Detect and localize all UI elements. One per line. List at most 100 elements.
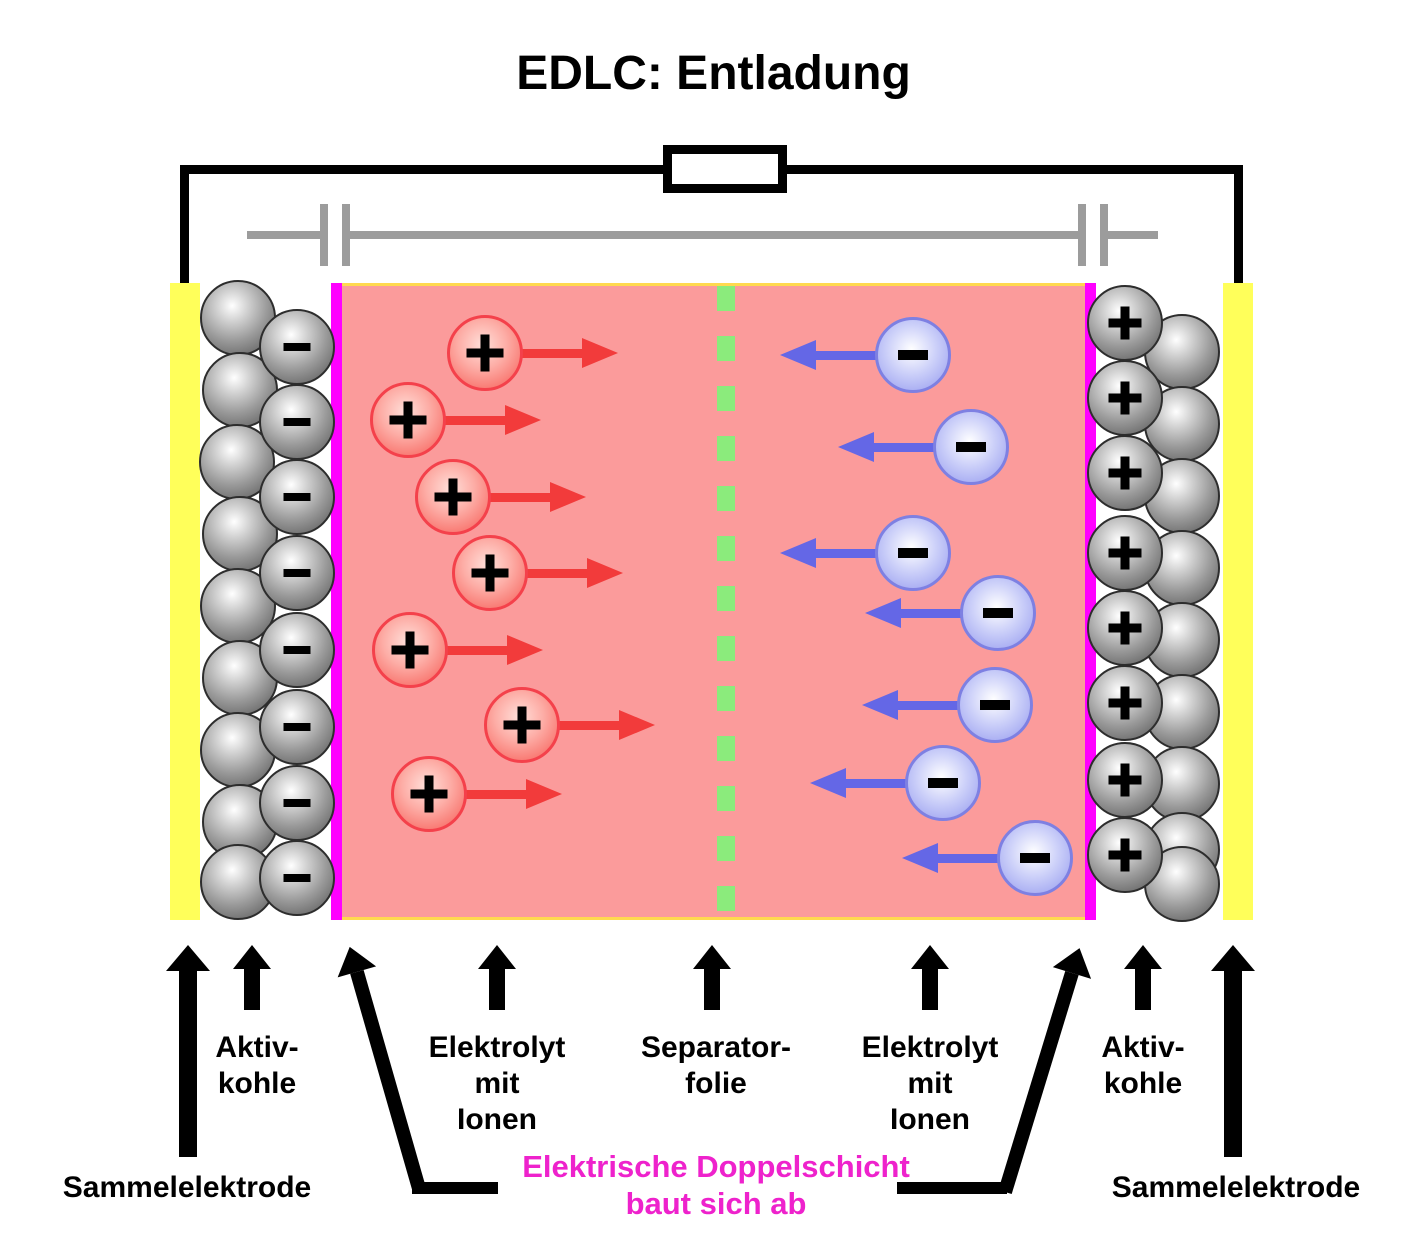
capacitor-symbol-plate — [1078, 204, 1086, 266]
cation — [452, 535, 528, 611]
anion-arrow — [780, 538, 913, 568]
arrow-to-electrolyte-right — [911, 945, 949, 1010]
cation-arrow-shaft — [410, 645, 507, 655]
carbon-sphere — [1087, 360, 1163, 436]
cation — [484, 687, 560, 763]
charge-sign — [1108, 381, 1142, 415]
anion — [905, 745, 981, 821]
separator-dash — [717, 886, 735, 911]
anion-arrow-tip — [780, 340, 816, 370]
cation-arrow-tip — [582, 338, 618, 368]
charge-sign — [283, 343, 311, 351]
cation — [447, 315, 523, 391]
double-layer-line-right — [1085, 283, 1096, 920]
cation — [415, 459, 491, 535]
carbon-sphere — [1087, 285, 1163, 361]
label-collector-electrode-left: Sammelelektrode — [62, 1171, 312, 1204]
arrow-to-activated-carbon-right — [1124, 945, 1162, 1010]
carbon-sphere — [1087, 742, 1163, 818]
charge-sign — [1108, 456, 1142, 490]
charge-sign — [283, 874, 311, 882]
anion — [997, 820, 1073, 896]
separator-dash — [717, 586, 735, 611]
cation-arrow-shaft — [408, 415, 505, 425]
anion-arrow — [838, 432, 971, 462]
label-double-layer-note: Elektrische Doppelschicht baut sich ab — [522, 1149, 910, 1221]
separator-dash — [717, 286, 735, 311]
anion-arrow-shaft — [874, 442, 971, 452]
anion-arrow-tip — [780, 538, 816, 568]
anion — [875, 317, 951, 393]
cation — [391, 756, 467, 832]
carbon-sphere — [259, 535, 335, 611]
separator-dash — [717, 836, 735, 861]
charge-sign — [956, 442, 986, 452]
separator-dash — [717, 736, 735, 761]
charge-sign — [283, 646, 311, 654]
carbon-sphere — [259, 689, 335, 765]
charge-sign — [471, 554, 509, 592]
capacitor-symbol-middle-line — [350, 231, 1078, 239]
anion-arrow — [780, 340, 913, 370]
note-connector-right — [897, 1182, 1007, 1194]
cation-arrow-shaft — [429, 789, 526, 799]
arrow-to-electrolyte-left — [478, 945, 516, 1010]
cation-arrow — [485, 338, 618, 368]
anion-arrow-shaft — [846, 778, 943, 788]
carbon-sphere — [259, 765, 335, 841]
charge-sign — [434, 478, 472, 516]
anion-arrow-tip — [838, 432, 874, 462]
charge-sign — [410, 775, 448, 813]
resistor-symbol — [663, 145, 787, 193]
collector-electrode-right — [1223, 283, 1253, 920]
anion-arrow-tip — [902, 843, 938, 873]
cation-arrow — [453, 482, 586, 512]
diagram-title: EDLC: Entladung — [516, 47, 911, 100]
charge-sign — [1108, 686, 1142, 720]
anion-arrow-shaft — [898, 700, 995, 710]
carbon-sphere — [259, 840, 335, 916]
cation-arrow-tip — [619, 710, 655, 740]
note-connector-left — [412, 1182, 498, 1194]
separator-dash — [717, 386, 735, 411]
anion — [875, 515, 951, 591]
cation-arrow — [410, 635, 543, 665]
charge-sign — [283, 418, 311, 426]
cation-arrow-tip — [587, 558, 623, 588]
charge-sign — [503, 706, 541, 744]
carbon-sphere — [259, 459, 335, 535]
arrow-to-activated-carbon-left — [233, 945, 271, 1010]
carbon-sphere — [1087, 590, 1163, 666]
charge-sign — [1108, 611, 1142, 645]
cation — [370, 382, 446, 458]
separator-dash — [717, 536, 735, 561]
charge-sign — [389, 401, 427, 439]
anion-arrow — [810, 768, 943, 798]
label-electrolyte-left: Elektrolyt mit Ionen — [428, 1031, 566, 1136]
anion — [960, 575, 1036, 651]
cation-arrow-tip — [507, 635, 543, 665]
anion-arrow-shaft — [901, 608, 998, 618]
label-activated-carbon-left: Aktiv- kohle — [215, 1031, 299, 1100]
anion-arrow — [902, 843, 1035, 873]
charge-sign — [898, 548, 928, 558]
separator-dash — [717, 436, 735, 461]
label-collector-electrode-right: Sammelelektrode — [1111, 1171, 1361, 1204]
cation-arrow-shaft — [522, 720, 619, 730]
cation-arrow-shaft — [453, 492, 550, 502]
cation — [372, 612, 448, 688]
anion — [933, 409, 1009, 485]
separator-dash — [717, 336, 735, 361]
charge-sign — [283, 569, 311, 577]
carbon-sphere — [1087, 817, 1163, 893]
separator-dash — [717, 636, 735, 661]
capacitor-symbol-lead-right — [1108, 231, 1158, 239]
cation-arrow-tip — [505, 405, 541, 435]
carbon-sphere — [259, 384, 335, 460]
arrow-to-double-layer-right — [984, 942, 1101, 1199]
label-electrolyte-right: Elektrolyt mit Ionen — [861, 1031, 999, 1136]
charge-sign — [898, 350, 928, 360]
carbon-sphere — [259, 309, 335, 385]
charge-sign — [983, 608, 1013, 618]
